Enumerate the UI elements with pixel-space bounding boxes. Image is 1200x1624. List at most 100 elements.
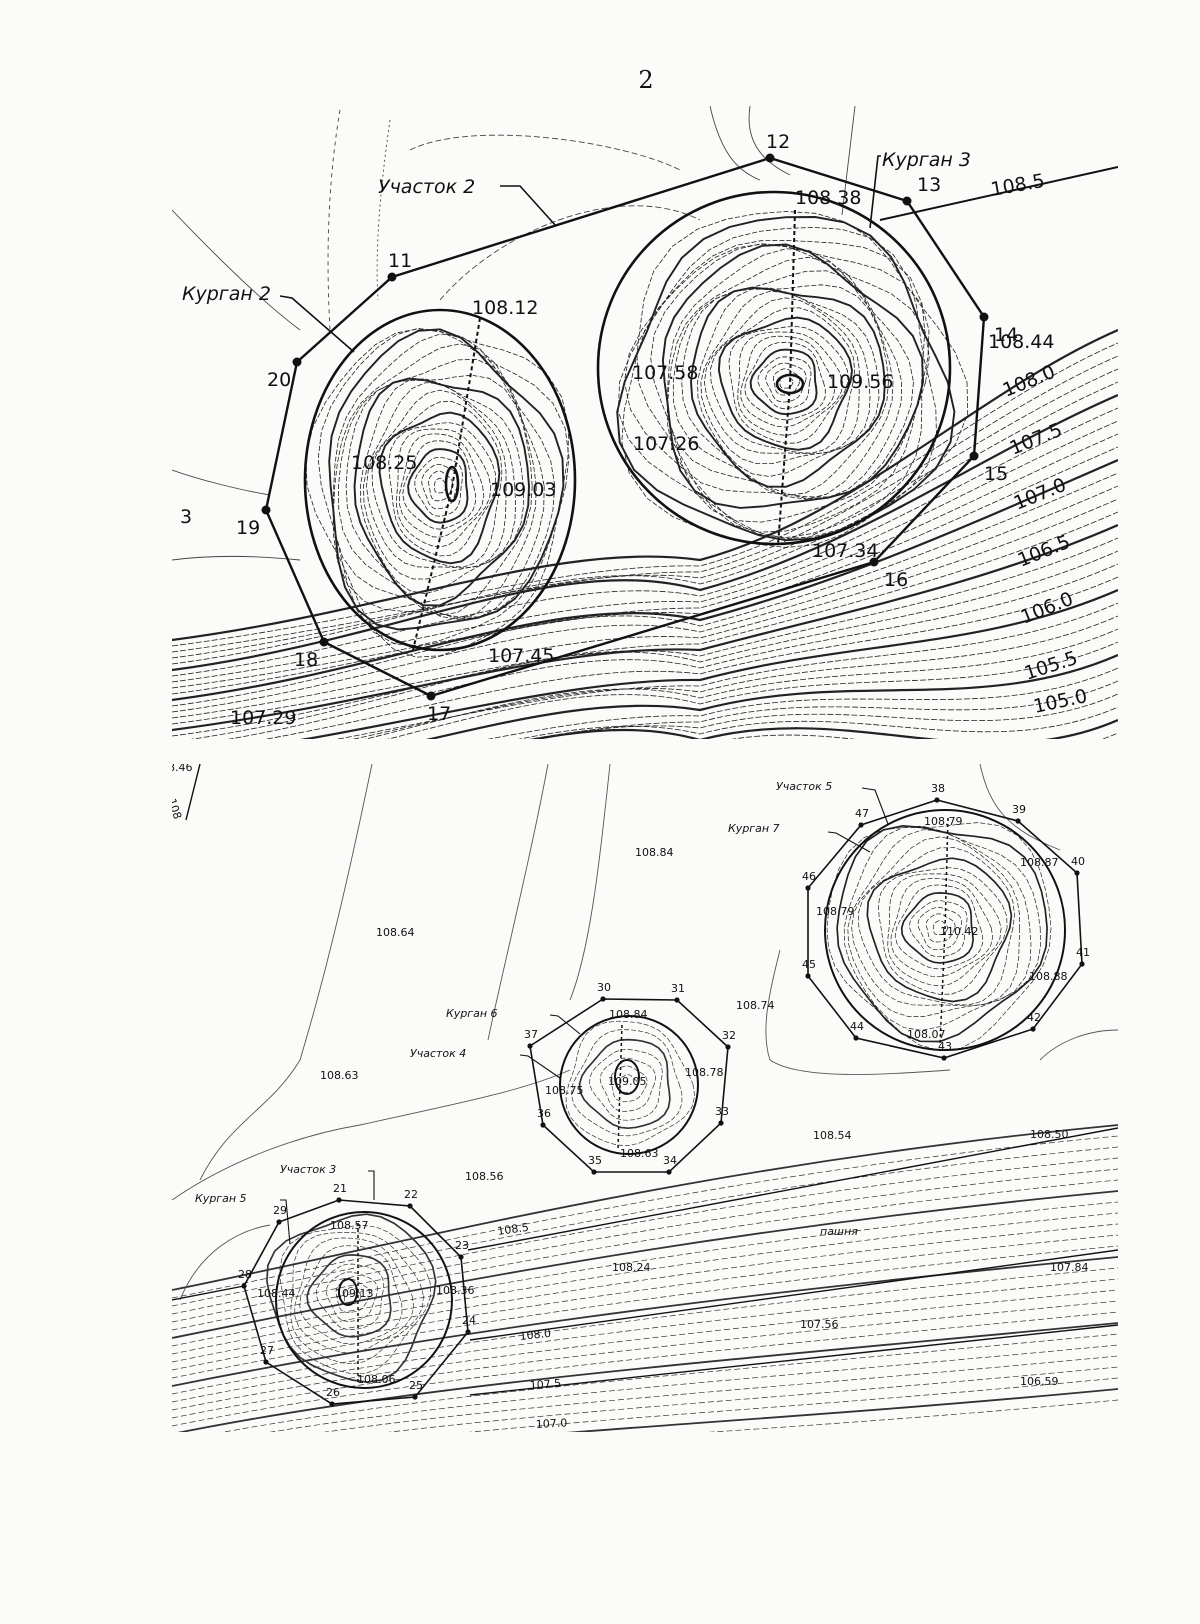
contour-line	[487, 667, 1118, 739]
elevation-mark: 107.29	[230, 707, 296, 729]
survey-point	[591, 1169, 597, 1175]
contour-value: 108.5	[497, 1221, 530, 1238]
survey-point	[805, 973, 811, 979]
survey-point	[725, 1044, 731, 1050]
contour-line	[589, 1049, 663, 1121]
contour-line	[387, 1366, 1118, 1432]
terrain-slope-contours	[172, 1124, 1118, 1432]
contour-line	[172, 1245, 1118, 1379]
contour-line	[398, 433, 485, 538]
survey-point	[1030, 1026, 1036, 1032]
contour-line	[428, 470, 453, 502]
mound-7-axis	[939, 817, 949, 1046]
mound-3-boundary	[596, 190, 952, 546]
contour-line	[621, 211, 969, 548]
contour-line	[172, 1146, 1118, 1307]
survey-point-number: 30	[597, 981, 611, 994]
survey-point	[805, 885, 811, 891]
contour-line	[672, 270, 894, 500]
map-label: Участок 5	[776, 780, 832, 793]
contour-line	[172, 1168, 1118, 1323]
elevation-mark: 108.88	[1029, 970, 1068, 983]
contour-line	[697, 287, 880, 477]
mound-6-contours	[565, 1020, 696, 1146]
background-lines	[172, 764, 1118, 1301]
contour-line	[518, 706, 1118, 739]
survey-point	[263, 1359, 269, 1365]
survey-point-number: 43	[938, 1040, 952, 1053]
contour-line	[172, 368, 1118, 659]
survey-point	[412, 1394, 418, 1400]
contour-line	[172, 1234, 1118, 1371]
survey-point	[979, 312, 989, 322]
survey-point	[934, 797, 940, 803]
elevation-mark: 108.56	[465, 1170, 504, 1183]
elevation-mark: 108.25	[351, 452, 417, 474]
elevation-mark: 108.06	[357, 1373, 396, 1386]
contour-line	[172, 511, 1118, 725]
elevation-mark: 106.59	[1020, 1375, 1059, 1388]
survey-point-number: 16	[884, 569, 908, 591]
contour-line	[566, 1388, 1118, 1432]
survey-point-number: 38	[931, 782, 945, 795]
contour-line	[328, 328, 565, 631]
contour-line	[294, 1237, 415, 1354]
contour-value: 107.5	[529, 1377, 561, 1392]
contour-value: 108	[165, 797, 184, 821]
elevation-mark: 108.84	[635, 846, 674, 859]
survey-point-number: 32	[722, 1029, 736, 1042]
mound-7-contours	[826, 822, 1052, 1052]
survey-point	[600, 996, 606, 1002]
contour-line	[316, 1263, 385, 1330]
contour-line	[353, 377, 530, 607]
contour-line	[732, 732, 1118, 739]
survey-point-number: 14	[994, 324, 1018, 346]
contour-line	[300, 588, 1118, 739]
mound-5-peak	[338, 1278, 358, 1306]
mound-6-peak	[614, 1059, 640, 1095]
mound-2-axis	[412, 317, 481, 651]
contour-line	[305, 328, 570, 658]
elevation-mark: 110.42	[940, 925, 979, 938]
elevation-mark: 108.79	[924, 815, 963, 828]
survey-point	[336, 1197, 342, 1203]
elevation-mark: 107.56	[800, 1318, 839, 1331]
elevation-mark: 108.78	[685, 1066, 724, 1079]
mound-6-axis	[617, 1024, 623, 1151]
contour-line	[306, 1254, 392, 1338]
mound-3-peak	[775, 373, 805, 395]
survey-point	[1015, 818, 1021, 824]
contour-line	[325, 1271, 378, 1322]
contour-line	[222, 1333, 1118, 1432]
elevation-mark: 108.50	[1030, 1128, 1069, 1141]
contour-line	[172, 420, 1118, 683]
contour-line	[333, 343, 545, 620]
map-label: Курган 5	[195, 1192, 247, 1205]
survey-point-number: 22	[404, 1188, 418, 1201]
map-label: Участок 4	[410, 1047, 466, 1060]
elevation-mark: 108.46	[154, 761, 193, 774]
contour-line	[227, 563, 1118, 739]
contour-line	[933, 920, 948, 935]
elevation-mark: 108.07	[907, 1028, 946, 1041]
contour-line	[578, 1038, 671, 1130]
survey-point-number: 35	[588, 1154, 602, 1167]
survey-point	[858, 822, 864, 828]
survey-point	[666, 1169, 672, 1175]
survey-point-number: 41	[1076, 946, 1090, 959]
survey-point	[276, 1219, 282, 1225]
survey-point-number: 45	[802, 958, 816, 971]
contour-line	[362, 382, 517, 580]
callout-leaders	[279, 155, 881, 353]
contour-line	[909, 900, 968, 958]
contour-line	[900, 892, 974, 964]
survey-point	[902, 196, 912, 206]
survey-point-number: 40	[1071, 855, 1085, 868]
survey-point-number: 24	[462, 1314, 476, 1327]
contour-line	[917, 907, 963, 951]
elevation-mark: 108.84	[609, 1008, 648, 1021]
